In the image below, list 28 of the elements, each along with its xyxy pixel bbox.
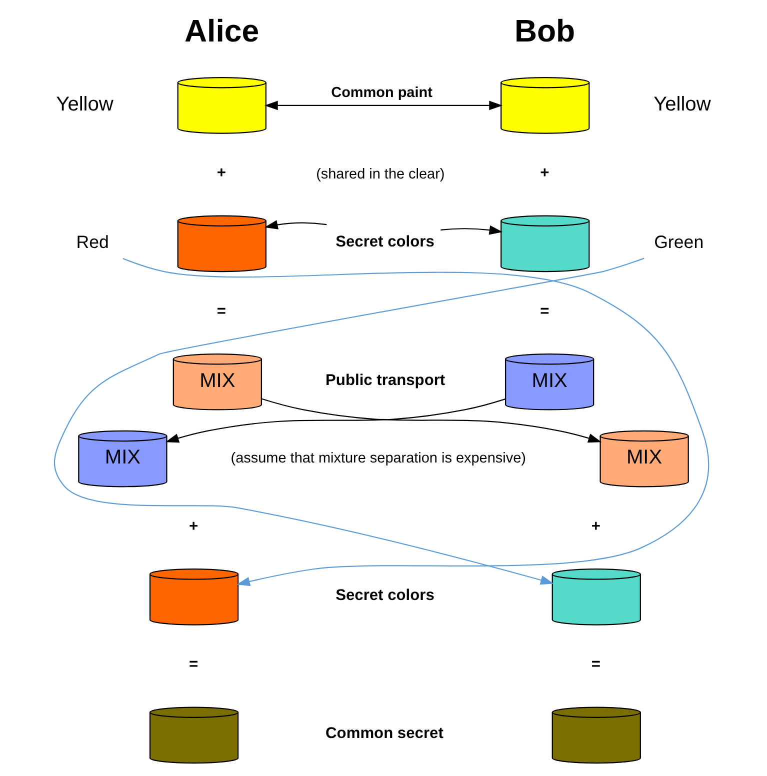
arrow [122, 258, 710, 586]
label: = [189, 656, 198, 674]
node-text: Red [76, 232, 109, 252]
label: (shared in the clear) [316, 166, 445, 182]
node-text: Secret colors [336, 234, 434, 251]
label: Secret colors [336, 586, 434, 604]
node-text: Green [654, 232, 704, 252]
label: + [216, 164, 226, 182]
label: (assume that mixture separation is expensive) [230, 450, 526, 467]
label: + [189, 518, 198, 535]
label: Bob [514, 13, 576, 48]
label: Common secret [326, 725, 444, 742]
arrow [440, 225, 503, 235]
label: + [540, 164, 550, 182]
label: Alice [184, 13, 260, 48]
label: Public transport [326, 372, 446, 389]
arrow [165, 398, 506, 443]
edge-label: Common paint [331, 84, 432, 101]
node-label: Yellow [56, 93, 114, 116]
arrow [264, 220, 327, 230]
arrow [261, 398, 602, 443]
label: = [591, 656, 600, 674]
node-label: Yellow [654, 93, 711, 116]
label: = [540, 302, 550, 320]
label: + [591, 518, 600, 535]
arrow [264, 100, 503, 110]
arrow [54, 258, 644, 585]
label: = [216, 302, 226, 320]
